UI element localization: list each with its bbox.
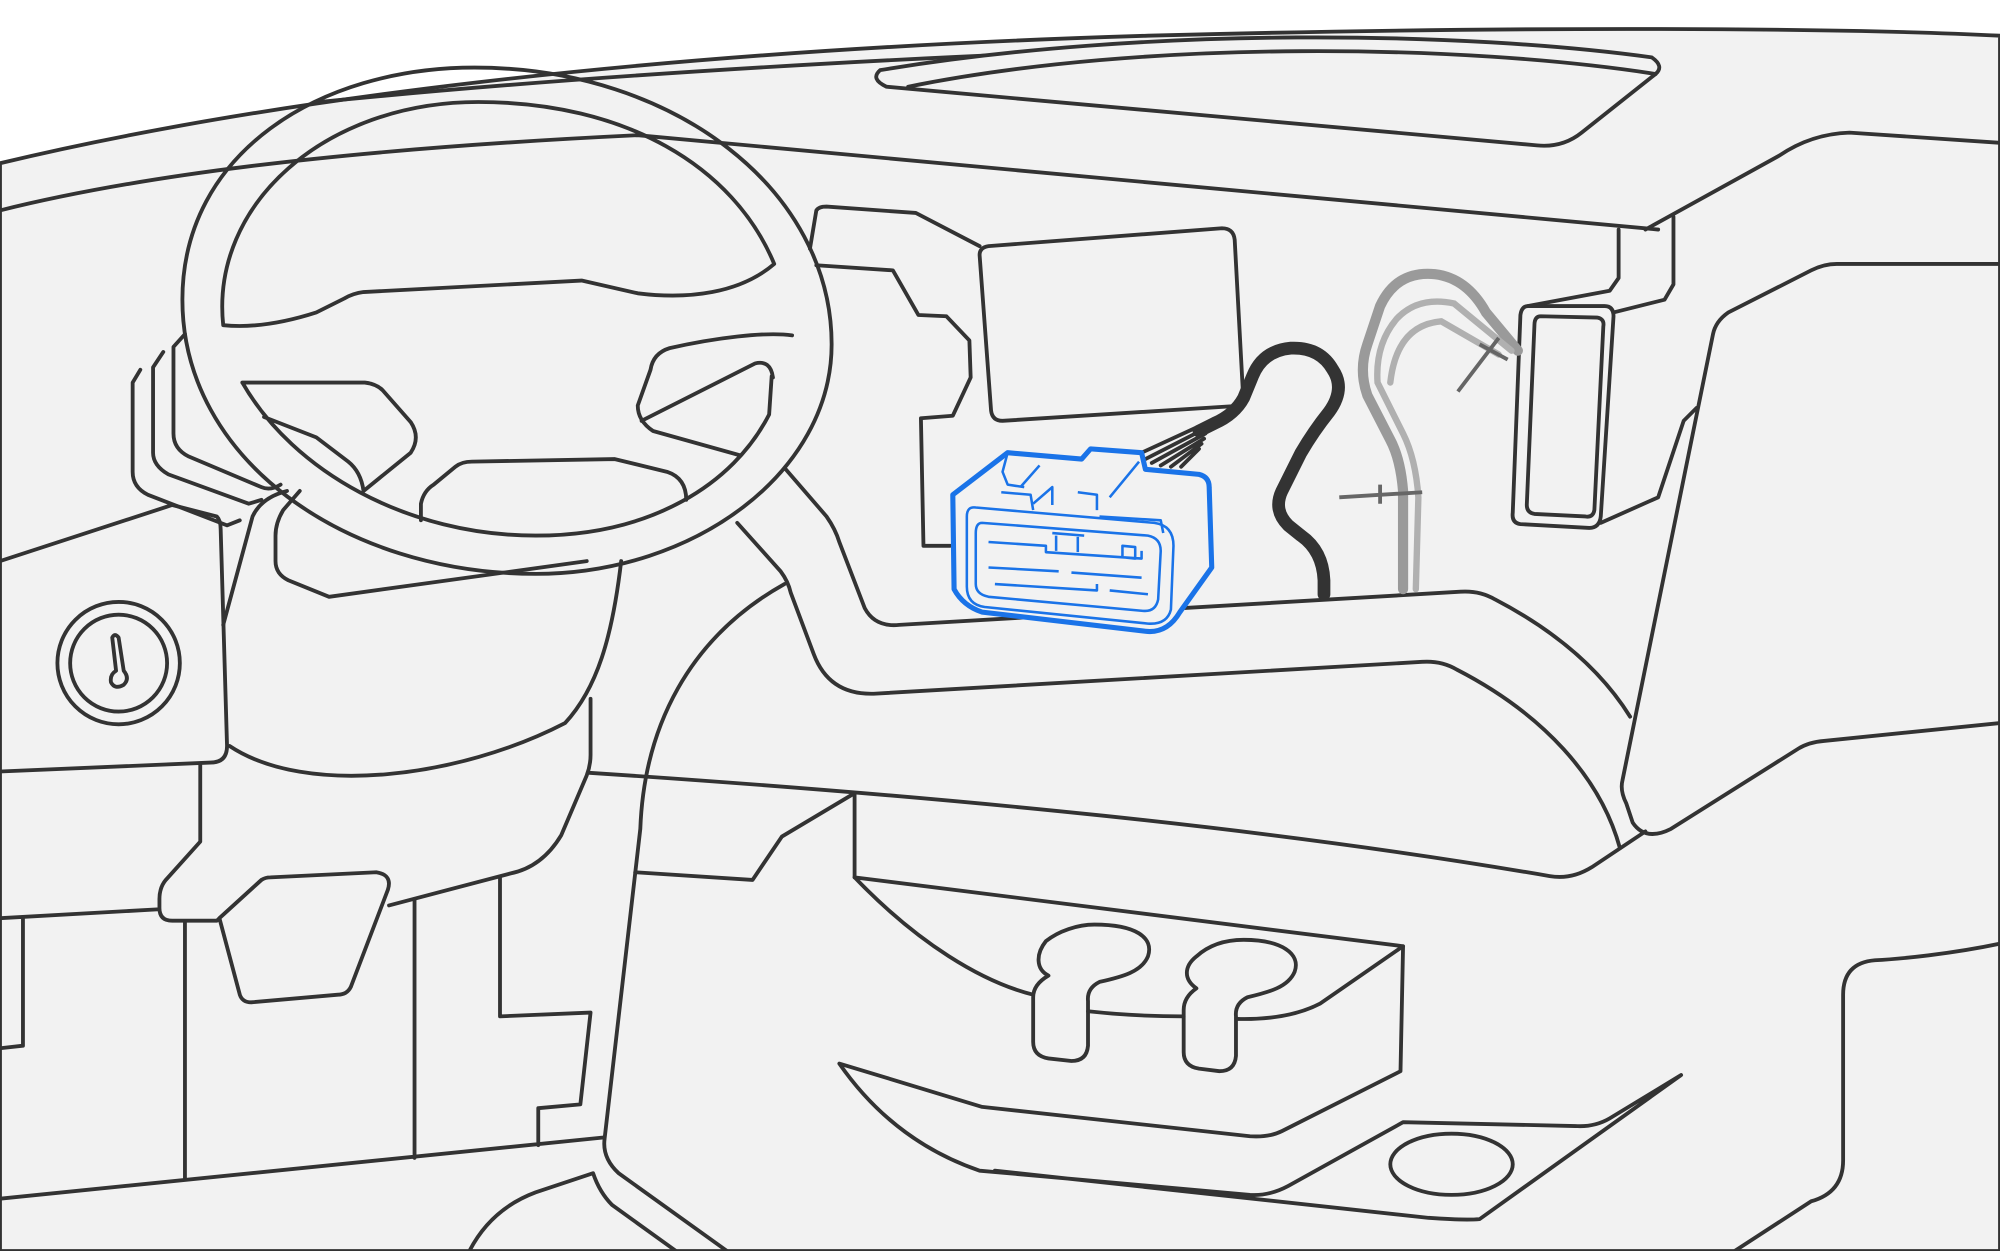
obd-connector-pins — [988, 490, 1165, 596]
cup-holder-right — [1181, 937, 1298, 1074]
right-lower-panel — [1732, 941, 2000, 1251]
console-button-oval — [1388, 1131, 1515, 1197]
console-left-edge-2 — [467, 1171, 678, 1251]
defrost-vent — [874, 35, 1662, 148]
key-icon — [108, 633, 129, 689]
center-console-panel — [808, 204, 982, 251]
dash-lower-edge — [783, 467, 1633, 719]
ignition-inner — [68, 612, 170, 714]
defrost-vent-inner — [906, 49, 1658, 89]
console-left-edge — [602, 582, 787, 1251]
steering-wheel-inner-top — [220, 100, 777, 328]
dashboard-body — [0, 27, 2000, 1251]
right-dash-panel — [1619, 262, 2000, 836]
right-vent-bezel — [1526, 214, 1699, 525]
right-vent-outer — [1510, 304, 1616, 530]
ignition-outer — [55, 599, 182, 727]
obd-cable — [1192, 341, 1345, 601]
console-front — [852, 875, 1405, 1021]
steering-wheel-outer — [180, 65, 834, 576]
obd-connector-top — [1001, 452, 1141, 511]
steering-wheel-hub — [419, 457, 689, 523]
steering-wheel-spoke-right — [635, 332, 795, 458]
lower-left-panels — [0, 875, 606, 1201]
steering-column — [227, 559, 624, 908]
cup-holder-line — [1086, 1009, 1186, 1019]
console-upper-bevel — [633, 791, 1684, 1222]
cable-tie-icon — [1339, 336, 1509, 504]
knee-panel-lines — [0, 489, 289, 1182]
lower-trim-line — [587, 770, 1648, 879]
wire-harness-gray — [1357, 268, 1523, 595]
obd-connector[interactable] — [950, 446, 1215, 635]
left-dash-panel — [0, 503, 229, 774]
center-stack-outline — [814, 263, 973, 548]
dash-top-line — [0, 133, 1661, 232]
steering-wheel-inner-bottom — [240, 374, 774, 538]
obd-connector-face — [965, 506, 1175, 625]
cup-holder-left — [1031, 922, 1152, 1063]
right-vent-inner — [1524, 314, 1606, 519]
pedal-box — [217, 870, 391, 1005]
wire-harness-gray-2 — [1374, 298, 1515, 593]
right-dash-top — [1643, 130, 2000, 232]
column-shroud — [273, 489, 589, 599]
obd-wires — [1139, 421, 1208, 469]
glovebox-top — [735, 520, 1622, 850]
display-screen — [977, 226, 1246, 423]
obd-connector-face-inner — [974, 521, 1162, 613]
